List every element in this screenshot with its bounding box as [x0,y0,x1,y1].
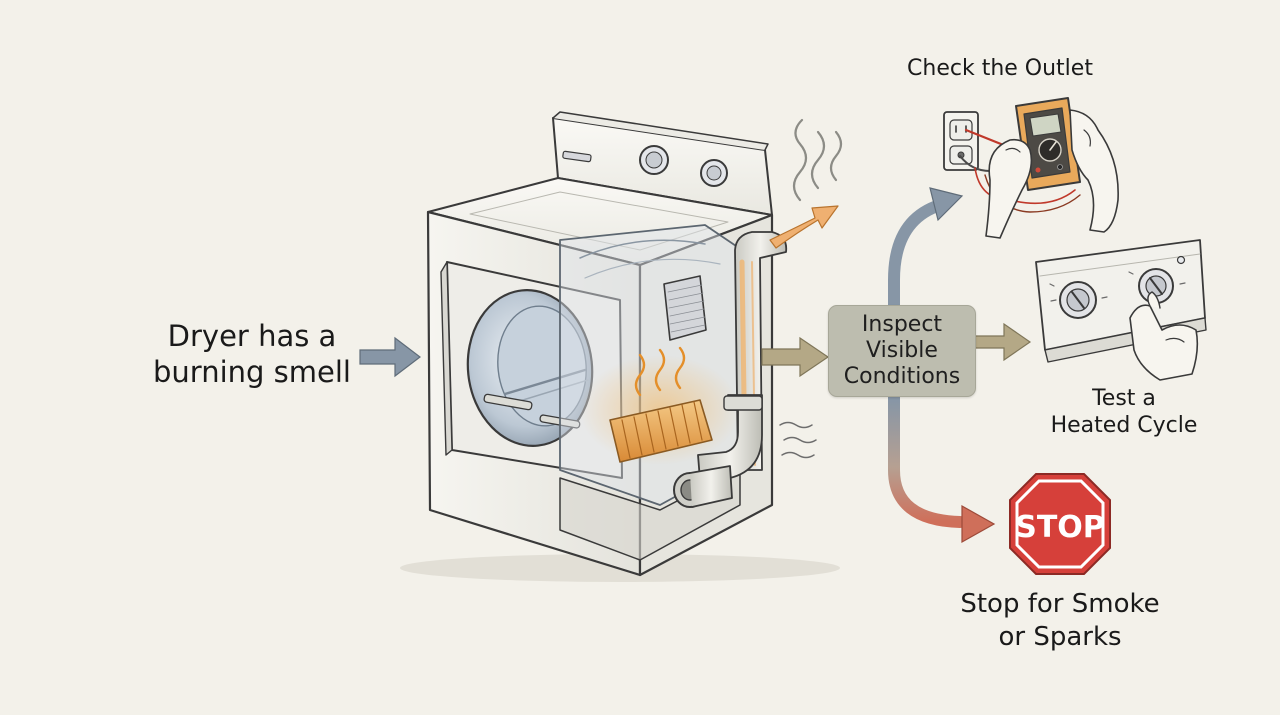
control-panel-illustration [1035,239,1207,381]
inspect-line-3: Conditions [843,364,961,389]
problem-arrow [359,336,421,378]
inspect-step-box: Inspect Visible Conditions [828,305,976,397]
cycle-line-1: Test a [1092,386,1156,411]
dryer-to-inspect-arrow [761,336,830,378]
stop-smoke-sparks-label: Stop for Smoke or Sparks [920,588,1200,654]
outlet-multimeter-illustration [943,97,1119,239]
problem-line-2: burning smell [153,355,351,389]
inspect-step-label: Inspect Visible Conditions [844,312,960,390]
problem-label: Dryer has a burning smell [142,318,362,390]
problem-line-1: Dryer has a [167,319,337,353]
to-stop-arrow [888,394,996,544]
stop-sign-text: STOP [1015,510,1105,545]
check-outlet-label: Check the Outlet [907,56,1093,81]
heated-cycle-label: Test a Heated Cycle [1024,385,1224,439]
cycle-line-2: Heated Cycle [1050,413,1198,438]
dryer-illustration [400,111,843,582]
stop-line-1: Stop for Smoke [960,589,1160,619]
stop-line-2: or Sparks [998,622,1122,652]
inspect-line-1: Inspect [861,312,943,337]
to-outlet-arrow [888,187,964,426]
inspect-to-cycle-arrow [973,322,1032,362]
stop-sign-icon: STOP [1009,473,1111,575]
inspect-line-2: Visible [866,338,938,363]
